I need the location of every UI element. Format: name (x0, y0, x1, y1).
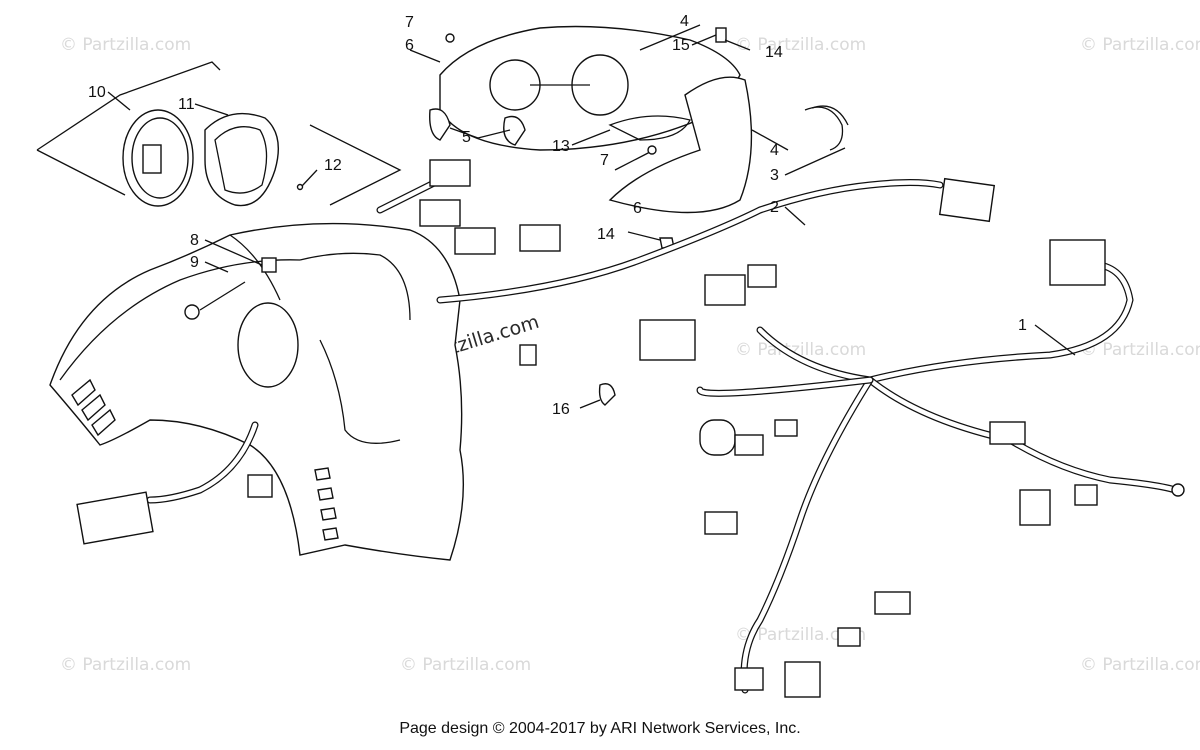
callout-14: 14 (765, 44, 783, 61)
connector (454, 227, 496, 255)
connector (429, 159, 471, 187)
connector (747, 264, 777, 288)
callout-16: 16 (552, 401, 570, 418)
callout-3: 3 (770, 167, 779, 184)
connector (734, 667, 764, 691)
connector (519, 224, 561, 252)
callouts: 1 2 3 4 4 5 6 6 7 7 8 9 10 11 12 13 14 1… (88, 13, 1027, 418)
connector (1074, 484, 1098, 506)
connector (774, 419, 798, 437)
connector (989, 421, 1026, 445)
screw (296, 183, 304, 191)
callout-11: 11 (178, 96, 195, 113)
callout-1: 1 (1018, 317, 1027, 334)
connector (639, 319, 696, 361)
dash-hood (49, 222, 465, 561)
left-harness (76, 421, 273, 545)
bulb (503, 115, 526, 146)
leader-lines (449, 24, 1076, 409)
connector (1049, 239, 1106, 286)
watermark: © Partzilla.com (60, 35, 191, 55)
strap (804, 106, 844, 151)
page-footer: Page design © 2004-2017 by ARI Network S… (399, 720, 801, 737)
bulb (429, 108, 451, 141)
watermark: © Partzilla.com (400, 655, 531, 675)
watermark: © Partzilla.com (1080, 35, 1200, 55)
callout-7: 7 (405, 14, 414, 31)
watermark: © Partzilla.com (1080, 655, 1200, 675)
connector (874, 591, 911, 615)
clip (598, 383, 616, 406)
headlight-housing-lower (608, 76, 753, 214)
main-harness (598, 239, 1185, 698)
connector (519, 344, 537, 366)
callout-10: 10 (88, 84, 106, 101)
callout-12: 12 (324, 157, 342, 174)
watermark: © Partzilla.com (60, 655, 191, 675)
callout-6: 6 (405, 37, 414, 54)
multi-pin-connector (76, 491, 154, 545)
instrument-cluster-group (36, 61, 402, 207)
callout-13: 13 (552, 138, 570, 155)
callout-6: 6 (633, 200, 642, 217)
harness-2 (376, 159, 996, 366)
watermark: © Partzilla.com (735, 340, 866, 360)
connector (938, 177, 996, 223)
callout-15: 15 (672, 37, 690, 54)
callout-2: 2 (770, 199, 779, 216)
callout-5: 5 (462, 129, 471, 146)
callout-9: 9 (190, 254, 199, 271)
watermark: © Partzilla.com (1080, 340, 1200, 360)
watermark: © Partzilla.com (735, 625, 866, 645)
switch (261, 257, 277, 273)
connector (784, 661, 821, 698)
connector (734, 434, 764, 456)
dash-hood-group (49, 222, 465, 561)
callout-14: 14 (597, 226, 615, 243)
callout-4: 4 (770, 142, 779, 159)
connector (1019, 489, 1051, 526)
connector (247, 474, 273, 498)
connector (699, 419, 736, 456)
headlight-assembly (409, 25, 849, 249)
connector (704, 511, 738, 535)
callout-8: 8 (190, 232, 199, 249)
callout-7: 7 (600, 152, 609, 169)
connector (837, 627, 861, 647)
connector (419, 199, 461, 227)
connector (704, 274, 746, 306)
callout-4: 4 (680, 13, 689, 30)
watermark: © Partzilla.com (735, 35, 866, 55)
